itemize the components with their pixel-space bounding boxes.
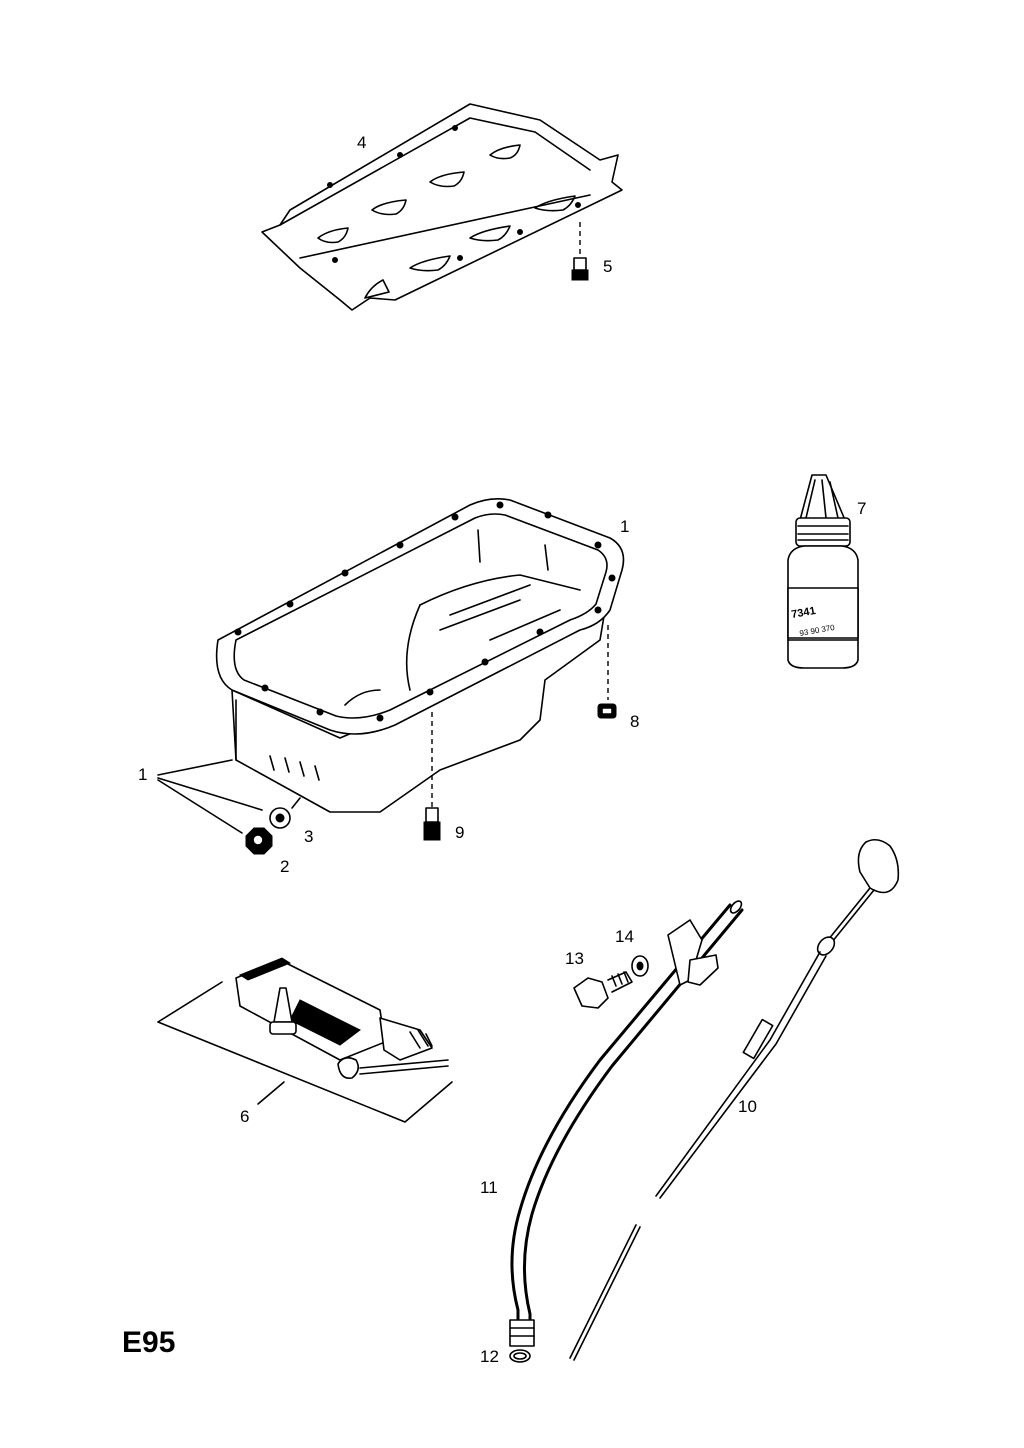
callout-1-leaders (157, 759, 263, 834)
sealant-kit (157, 957, 453, 1123)
callout-6: 6 (240, 1107, 249, 1126)
pan-bolt-short (597, 625, 617, 719)
pan-bolt-long (423, 712, 441, 841)
sealing-washer (269, 797, 301, 829)
callout-5: 5 (603, 257, 612, 276)
callout-7: 7 (857, 499, 866, 518)
sealant-bottle: 7341 93 90 370 (787, 474, 859, 669)
oil-pan (215, 498, 625, 813)
callout-8: 8 (630, 712, 639, 731)
callout-10: 10 (738, 1097, 757, 1116)
tube-washer (631, 955, 649, 977)
page-code: E95 (122, 1326, 175, 1359)
bottle-label-number: 7341 (790, 605, 816, 621)
callout-13: 13 (565, 949, 584, 968)
callout-14: 14 (615, 927, 634, 946)
drain-plug (245, 827, 273, 855)
callout-11: 11 (480, 1178, 498, 1197)
dipstick (569, 838, 900, 1361)
dipstick-tube (509, 900, 744, 1347)
callout-1-pan: 1 (620, 517, 629, 536)
o-ring (509, 1349, 531, 1363)
tube-bolt (573, 971, 633, 1009)
callout-12: 12 (480, 1347, 499, 1366)
callout-1-left: 1 (138, 765, 147, 784)
callout-2: 2 (280, 857, 289, 876)
callout-4: 4 (357, 133, 366, 152)
baffle-bolt (571, 222, 589, 281)
callout-6-leader (257, 1081, 285, 1105)
callout-9: 9 (455, 823, 464, 842)
callout-3: 3 (304, 827, 313, 846)
baffle-plate (261, 103, 623, 311)
